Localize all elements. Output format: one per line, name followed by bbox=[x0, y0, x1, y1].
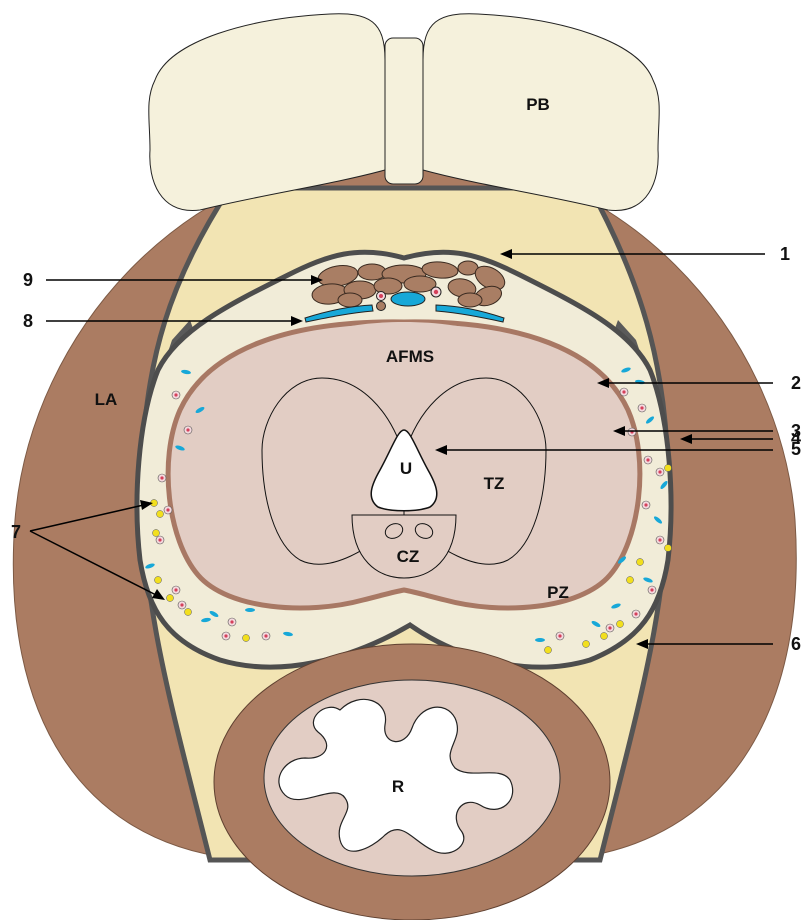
nerve-dot bbox=[243, 635, 250, 642]
vessel bbox=[379, 294, 383, 298]
label-la: LA bbox=[95, 390, 118, 409]
artery-dot bbox=[558, 634, 561, 637]
artery-dot bbox=[622, 390, 625, 393]
dorsal-vein bbox=[374, 278, 402, 294]
artery-dot bbox=[224, 634, 227, 637]
nerve-dot bbox=[155, 577, 162, 584]
nerve-dot bbox=[601, 633, 608, 640]
nerve-dot bbox=[665, 465, 672, 472]
pubic-symphysis bbox=[385, 38, 423, 184]
artery-dot bbox=[174, 393, 177, 396]
artery-dot bbox=[186, 428, 189, 431]
nerve-dot bbox=[157, 511, 164, 518]
dorsal-vein bbox=[338, 293, 362, 307]
label-u: U bbox=[400, 459, 412, 478]
callout-label: 1 bbox=[780, 244, 790, 264]
artery-dot bbox=[158, 538, 161, 541]
callout-label: 9 bbox=[23, 270, 33, 290]
label-afms: AFMS bbox=[386, 347, 434, 366]
artery-dot bbox=[174, 588, 177, 591]
label-r: R bbox=[392, 777, 404, 796]
nerve-dot bbox=[583, 641, 590, 648]
vessel bbox=[434, 290, 438, 294]
vessel bbox=[377, 302, 386, 311]
callout-label: 7 bbox=[11, 522, 21, 542]
artery-dot bbox=[180, 603, 183, 606]
vein-dash bbox=[535, 638, 545, 642]
callout-label: 8 bbox=[23, 311, 33, 331]
vessel bbox=[391, 292, 425, 306]
nerve-dot bbox=[185, 609, 192, 616]
artery-dot bbox=[658, 538, 661, 541]
artery-dot bbox=[230, 620, 233, 623]
label-cz: CZ bbox=[397, 547, 420, 566]
artery-dot bbox=[650, 588, 653, 591]
callout-label: 2 bbox=[791, 373, 801, 393]
artery-dot bbox=[166, 508, 169, 511]
artery-dot bbox=[640, 406, 643, 409]
nerve-dot bbox=[627, 577, 634, 584]
vein-dash bbox=[245, 608, 255, 612]
artery-dot bbox=[644, 503, 647, 506]
nerve-dot bbox=[153, 530, 160, 537]
nerve-dot bbox=[167, 595, 174, 602]
label-tz: TZ bbox=[484, 474, 505, 493]
dorsal-vein bbox=[358, 264, 386, 280]
artery-dot bbox=[658, 470, 661, 473]
label-pb: PB bbox=[526, 95, 550, 114]
callout-label: 5 bbox=[791, 439, 801, 459]
artery-dot bbox=[634, 612, 637, 615]
nerve-dot bbox=[545, 647, 552, 654]
label-pz: PZ bbox=[547, 583, 569, 602]
dorsal-vein bbox=[458, 293, 482, 307]
nerve-dot bbox=[637, 559, 644, 566]
artery-dot bbox=[160, 476, 163, 479]
artery-dot bbox=[646, 458, 649, 461]
nerve-dot bbox=[617, 621, 624, 628]
callout-label: 6 bbox=[791, 634, 801, 654]
nerve-dot bbox=[665, 545, 672, 552]
artery-dot bbox=[264, 634, 267, 637]
artery-dot bbox=[608, 626, 611, 629]
